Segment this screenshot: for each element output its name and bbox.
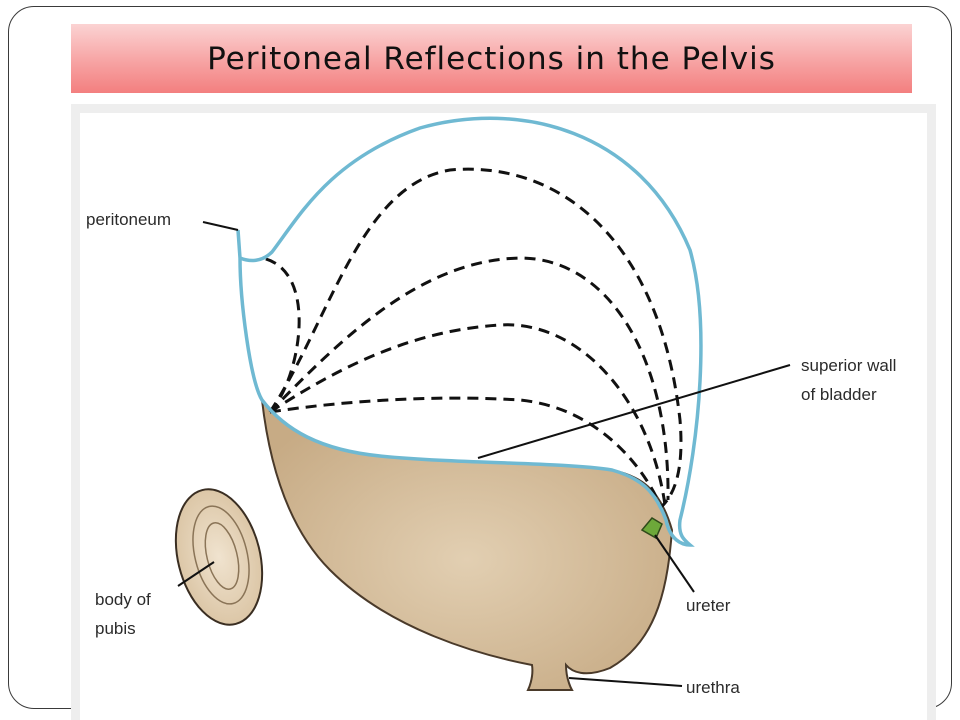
urethra-leader [568,677,683,687]
superior-wall-leader [477,364,791,459]
ureter-leader [654,534,695,593]
label-body-of-pubis-line2: pubis [95,619,136,638]
label-body-of-pubis-line1: body of [95,590,151,609]
label-ureter: ureter [686,596,731,615]
label-superior-wall-line1: superior wall [801,356,896,375]
peritoneum-line [236,116,703,547]
ureter-shape [640,517,663,540]
peritoneum-leader [202,221,239,231]
label-superior-wall-line2: of bladder [801,385,877,404]
label-urethra: urethra [686,678,740,697]
title-bar: Peritoneal Reflections in the Pelvis [71,24,912,93]
label-peritoneum: peritoneum [86,210,171,229]
pubis-shape [174,488,264,626]
peritoneal-fill-stages [261,167,683,512]
slide-title: Peritoneal Reflections in the Pelvis [207,40,776,77]
pubis-leader [177,561,215,587]
